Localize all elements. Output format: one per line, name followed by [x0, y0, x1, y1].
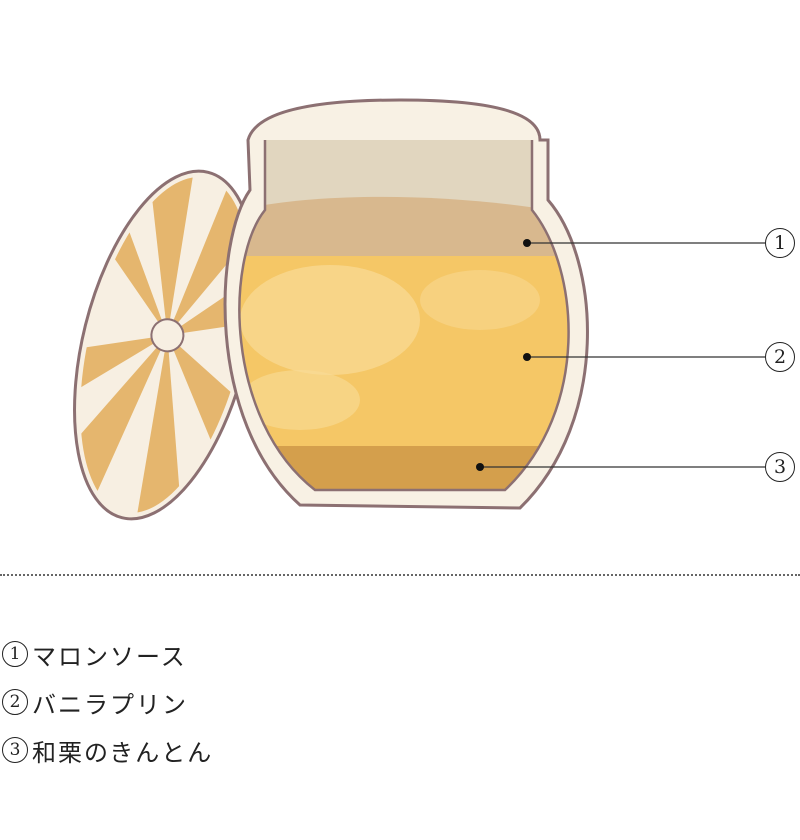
- legend-item: 1 マロンソース: [2, 630, 213, 678]
- legend-label: マロンソース: [32, 642, 187, 671]
- marker-dot-2: [523, 353, 531, 361]
- callout-3: 3: [765, 452, 795, 482]
- dotted-divider: [0, 574, 800, 576]
- legend-number: 1: [2, 641, 28, 667]
- callout-2: 2: [765, 342, 795, 372]
- marron-sauce-layer: [239, 196, 569, 258]
- jar-illustration: [49, 98, 765, 531]
- callout-number: 3: [773, 456, 787, 478]
- leader-lines: [480, 242, 765, 468]
- legend-item: 3 和栗のきんとん: [2, 726, 213, 774]
- marker-dot-1: [523, 239, 531, 247]
- legend-number: 3: [2, 737, 28, 763]
- legend-label: 和栗のきんとん: [32, 738, 214, 767]
- legend: 1 マロンソース 2 バニラプリン 3 和栗のきんとん: [2, 630, 213, 774]
- marker-dot-3: [476, 463, 484, 471]
- legend-item: 2 バニラプリン: [2, 678, 213, 726]
- legend-label: バニラプリン: [32, 690, 188, 719]
- callout-number: 2: [773, 346, 787, 368]
- legend-number: 2: [2, 689, 28, 715]
- callout-number: 1: [773, 232, 787, 254]
- callout-1: 1: [765, 228, 795, 258]
